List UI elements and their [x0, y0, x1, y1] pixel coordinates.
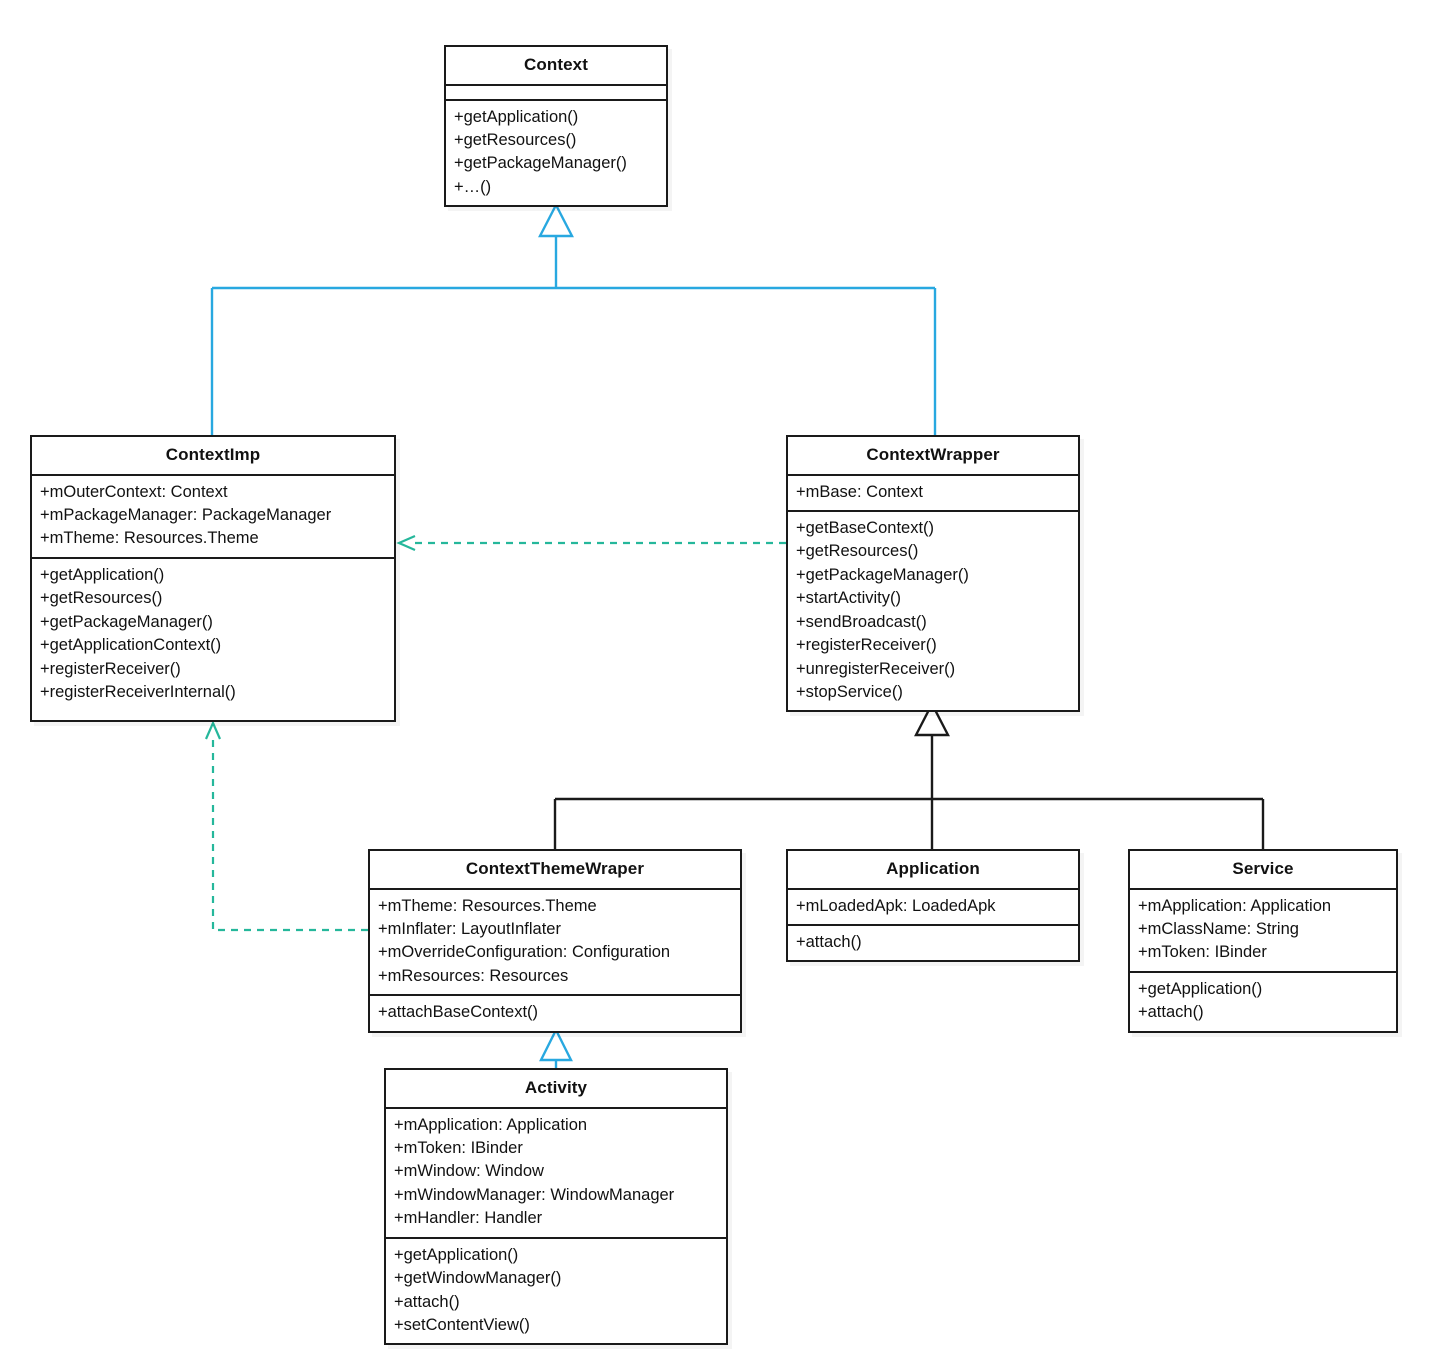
class-member: +mApplication: Application: [1138, 896, 1332, 915]
class-box-activity[interactable]: Activity +mApplication: Application +mTo…: [384, 1068, 728, 1346]
class-member: +mInflater: LayoutInflater: [378, 919, 561, 938]
class-member: +mToken: IBinder: [394, 1138, 523, 1157]
class-box-contextthemewraper[interactable]: ContextThemeWraper +mTheme: Resources.Th…: [368, 849, 742, 1033]
class-title-contextthemewraper: ContextThemeWraper: [370, 851, 740, 890]
class-box-application[interactable]: Application +mLoadedApk: LoadedApk +atta…: [786, 849, 1080, 963]
class-member: +mOuterContext: Context: [40, 482, 228, 501]
class-methods-application: +attach(): [788, 926, 1078, 960]
class-member: +mWindowManager: WindowManager: [394, 1185, 675, 1204]
class-member: +mTheme: Resources.Theme: [40, 529, 259, 548]
class-member: +registerReceiverInternal(): [40, 682, 236, 701]
class-box-contextimp[interactable]: ContextImp +mOuterContext: Context +mPac…: [30, 435, 396, 722]
edge-subclasses-to-contextwrapper: [553, 701, 1265, 849]
class-member: +mHandler: Handler: [394, 1209, 543, 1228]
class-member: +mTheme: Resources.Theme: [378, 896, 597, 915]
class-member: +getPackageManager(): [796, 565, 969, 584]
class-member: +sendBroadcast(): [796, 612, 927, 631]
class-member: +attach(): [394, 1292, 460, 1311]
class-member: +mBase: Context: [796, 482, 924, 501]
class-box-contextwrapper[interactable]: ContextWrapper +mBase: Context +getBaseC…: [786, 435, 1080, 713]
class-member: +getApplication(): [454, 107, 579, 126]
class-member: +mLoadedApk: LoadedApk: [796, 896, 996, 915]
class-attributes-service: +mApplication: Application +mClassName: …: [1130, 890, 1396, 973]
class-member: +getApplication(): [394, 1245, 519, 1264]
class-attributes-application: +mLoadedApk: LoadedApk: [788, 890, 1078, 926]
class-title-contextimp: ContextImp: [32, 437, 394, 476]
class-attributes-activity: +mApplication: Application +mToken: IBin…: [386, 1109, 726, 1239]
class-member: +attach(): [1138, 1003, 1204, 1022]
edge-contextthemewraper-to-contextimp: [204, 720, 368, 932]
class-member: +mOverrideConfiguration: Configuration: [378, 943, 671, 962]
class-methods-contextwrapper: +getBaseContext() +getResources() +getPa…: [788, 512, 1078, 710]
class-box-context[interactable]: Context +getApplication() +getResources(…: [444, 45, 668, 208]
class-title-activity: Activity: [386, 1070, 726, 1109]
class-title-contextwrapper: ContextWrapper: [788, 437, 1078, 476]
class-attributes-contextthemewraper: +mTheme: Resources.Theme +mInflater: Lay…: [370, 890, 740, 997]
class-box-service[interactable]: Service +mApplication: Application +mCla…: [1128, 849, 1398, 1033]
class-attributes-context: [446, 86, 666, 101]
class-member: +getResources(): [454, 130, 577, 149]
class-member: +getApplication(): [1138, 979, 1263, 998]
class-member: +stopService(): [796, 682, 903, 701]
class-title-service: Service: [1130, 851, 1396, 890]
class-member: +setContentView(): [394, 1315, 530, 1334]
class-member: +attachBaseContext(): [378, 1003, 539, 1022]
class-member: +mResources: Resources: [378, 966, 569, 985]
class-member: +registerReceiver(): [40, 659, 181, 678]
class-member: +getWindowManager(): [394, 1269, 562, 1288]
class-title-application: Application: [788, 851, 1078, 890]
class-member: +getResources(): [40, 589, 163, 608]
class-methods-activity: +getApplication() +getWindowManager() +a…: [386, 1239, 726, 1344]
class-member: +getPackageManager(): [454, 154, 627, 173]
class-member: +mWindow: Window: [394, 1162, 544, 1181]
edge-contextwrapper-to-contextimp: [396, 534, 786, 552]
class-member: +getResources(): [796, 542, 919, 561]
class-methods-context: +getApplication() +getResources() +getPa…: [446, 101, 666, 206]
class-methods-contextthemewraper: +attachBaseContext(): [370, 996, 740, 1030]
class-member: +getPackageManager(): [40, 612, 213, 631]
edge-contextimp-contextwrapper-to-context: [210, 202, 937, 435]
class-member: +mApplication: Application: [394, 1115, 588, 1134]
class-member: +mPackageManager: PackageManager: [40, 505, 332, 524]
class-member: +getBaseContext(): [796, 518, 935, 537]
class-attributes-contextimp: +mOuterContext: Context +mPackageManager…: [32, 476, 394, 559]
class-member: +unregisterReceiver(): [796, 659, 956, 678]
edge-activity-to-contextthemewraper: [539, 1027, 573, 1068]
class-member: +mClassName: String: [1138, 919, 1299, 938]
class-member: +getApplicationContext(): [40, 636, 222, 655]
class-methods-contextimp: +getApplication() +getResources() +getPa…: [32, 559, 394, 711]
class-methods-service: +getApplication() +attach(): [1130, 973, 1396, 1031]
class-member: +registerReceiver(): [796, 636, 937, 655]
class-member: +startActivity(): [796, 589, 901, 608]
class-member: +attach(): [796, 932, 862, 951]
class-member: +getApplication(): [40, 565, 165, 584]
class-member: +…(): [454, 177, 492, 196]
class-title-context: Context: [446, 47, 666, 86]
class-attributes-contextwrapper: +mBase: Context: [788, 476, 1078, 512]
class-member: +mToken: IBinder: [1138, 943, 1267, 962]
